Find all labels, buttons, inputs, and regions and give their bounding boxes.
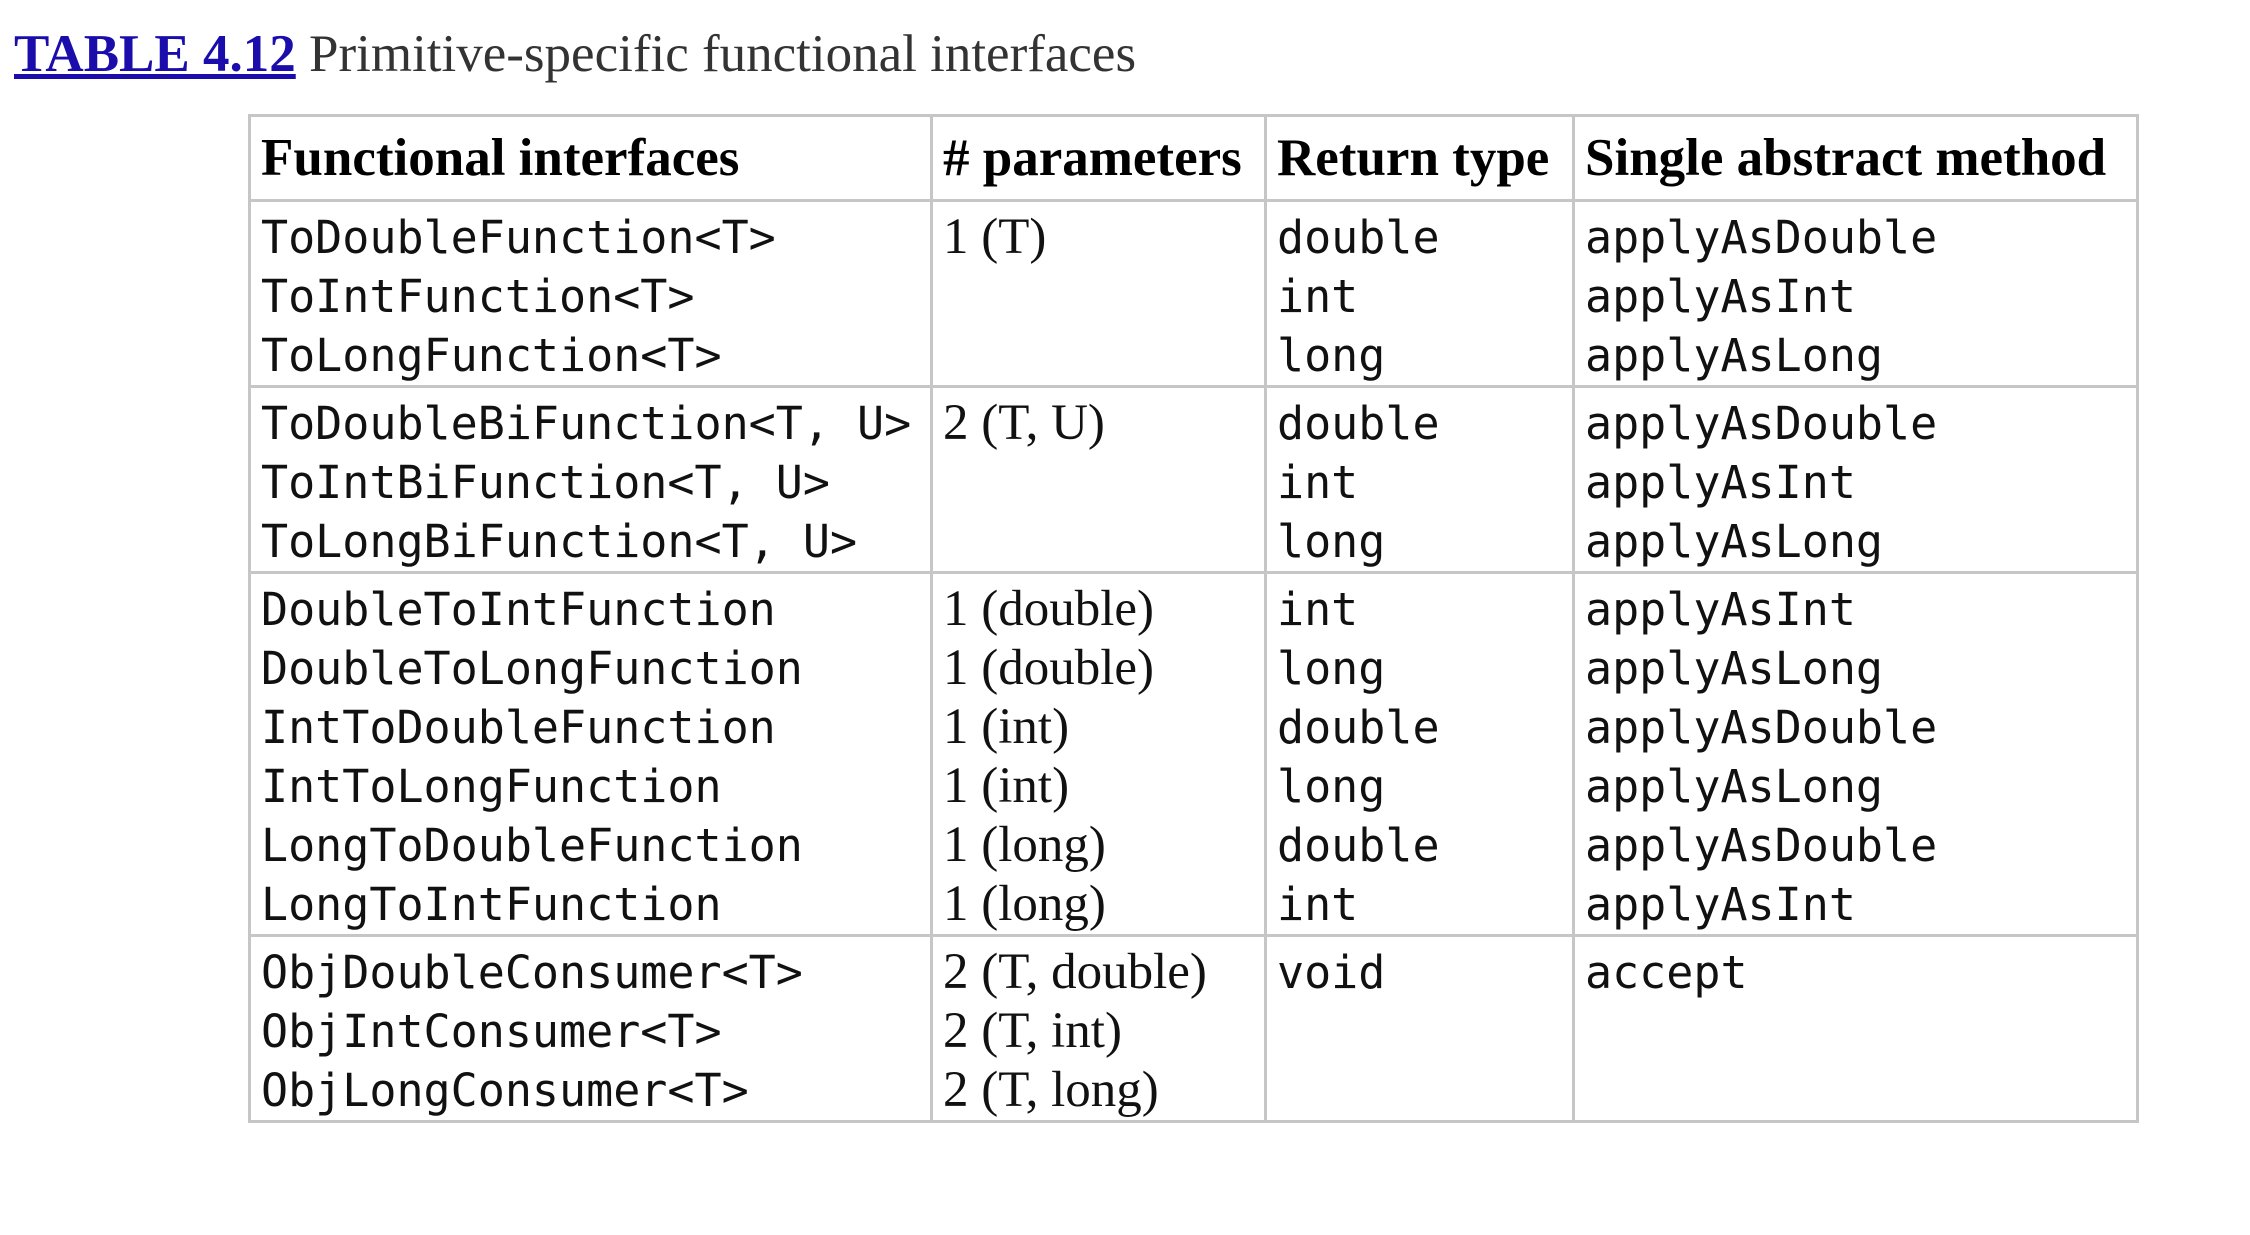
interface-name: IntToLongFunction — [261, 760, 722, 813]
interface-name: ToDoubleFunction<T> — [261, 211, 776, 264]
return-type-value: void — [1277, 946, 1386, 999]
method-name: applyAsInt — [1585, 456, 1856, 509]
table-row-group-to-bifunction: ToDoubleBiFunction<T, U> ToIntBiFunction… — [248, 385, 2139, 574]
parameter-value: 1 (T) — [943, 209, 1047, 265]
method-name: applyAsLong — [1585, 760, 1884, 813]
method-name: applyAsLong — [1585, 642, 1884, 695]
parameter-value: 1 (int) — [943, 699, 1070, 755]
interface-name: DoubleToIntFunction — [261, 583, 776, 636]
interface-name: ToIntBiFunction<T, U> — [261, 456, 830, 509]
return-type-value: int — [1277, 583, 1359, 636]
interface-name: LongToIntFunction — [261, 878, 722, 931]
interface-name: IntToDoubleFunction — [261, 701, 776, 754]
parameter-value: 2 (T, int) — [943, 1003, 1122, 1059]
return-type-value: long — [1277, 329, 1386, 382]
table-row-group-primitive-conversion: DoubleToIntFunction DoubleToLongFunction… — [248, 571, 2139, 937]
interface-name: DoubleToLongFunction — [261, 642, 803, 695]
method-cell: accept — [1572, 934, 2139, 1123]
method-name: applyAsDouble — [1585, 819, 1938, 872]
header-return-type: Return type — [1264, 114, 1575, 202]
method-name: applyAsDouble — [1585, 211, 1938, 264]
parameter-value: 2 (T, U) — [943, 395, 1105, 451]
header-row: Functional interfaces # parameters Retur… — [248, 114, 2139, 202]
return-type-cell: void — [1264, 934, 1575, 1123]
return-type-cell: double int long — [1264, 199, 1575, 388]
header-parameters: # parameters — [930, 114, 1267, 202]
interface-name: ToDoubleBiFunction<T, U> — [261, 397, 912, 450]
table-title: Primitive-specific functional interfaces — [309, 25, 1137, 83]
interface-name: ToLongFunction<T> — [261, 329, 722, 382]
method-name: applyAsLong — [1585, 515, 1884, 568]
return-type-value: int — [1277, 878, 1359, 931]
interface-name: ObjDoubleConsumer<T> — [261, 946, 803, 999]
interfaces-cell: ObjDoubleConsumer<T> ObjIntConsumer<T> O… — [248, 934, 933, 1123]
table-row-group-obj-consumer: ObjDoubleConsumer<T> ObjIntConsumer<T> O… — [248, 934, 2139, 1123]
method-name: applyAsLong — [1585, 329, 1884, 382]
method-cell: applyAsDouble applyAsInt applyAsLong — [1572, 199, 2139, 388]
method-name: applyAsDouble — [1585, 397, 1938, 450]
parameters-cell: 2 (T, U) — [930, 385, 1267, 574]
parameters-cell: 2 (T, double) 2 (T, int) 2 (T, long) — [930, 934, 1267, 1123]
return-type-value: double — [1277, 819, 1440, 872]
interface-name: ObjLongConsumer<T> — [261, 1064, 749, 1117]
method-cell: applyAsInt applyAsLong applyAsDouble app… — [1572, 571, 2139, 937]
table-number-link[interactable]: TABLE 4.12 — [14, 25, 296, 83]
parameter-value: 1 (int) — [943, 758, 1070, 814]
functional-interfaces-table: Functional interfaces # parameters Retur… — [248, 114, 2139, 1123]
parameter-value: 2 (T, long) — [943, 1062, 1159, 1118]
return-type-value: long — [1277, 760, 1386, 813]
parameters-cell: 1 (T) — [930, 199, 1267, 388]
table-caption: TABLE 4.12 Primitive-specific functional… — [14, 22, 1136, 86]
return-type-value: int — [1277, 456, 1359, 509]
parameter-value: 1 (double) — [943, 640, 1155, 696]
return-type-value: long — [1277, 515, 1386, 568]
parameter-value: 1 (double) — [943, 581, 1155, 637]
return-type-value: int — [1277, 270, 1359, 323]
interfaces-cell: ToDoubleFunction<T> ToIntFunction<T> ToL… — [248, 199, 933, 388]
method-cell: applyAsDouble applyAsInt applyAsLong — [1572, 385, 2139, 574]
parameters-cell: 1 (double) 1 (double) 1 (int) 1 (int) 1 … — [930, 571, 1267, 937]
interfaces-cell: DoubleToIntFunction DoubleToLongFunction… — [248, 571, 933, 937]
interface-name: ToIntFunction<T> — [261, 270, 695, 323]
return-type-value: double — [1277, 701, 1440, 754]
return-type-cell: int long double long double int — [1264, 571, 1575, 937]
method-name: applyAsInt — [1585, 583, 1856, 636]
method-name: applyAsDouble — [1585, 701, 1938, 754]
header-functional-interfaces: Functional interfaces — [248, 114, 933, 202]
method-name: accept — [1585, 946, 1748, 999]
return-type-value: long — [1277, 642, 1386, 695]
parameter-value: 1 (long) — [943, 817, 1106, 873]
return-type-value: double — [1277, 397, 1440, 450]
interface-name: LongToDoubleFunction — [261, 819, 803, 872]
interface-name: ObjIntConsumer<T> — [261, 1005, 722, 1058]
header-single-abstract-method: Single abstract method — [1572, 114, 2139, 202]
method-name: applyAsInt — [1585, 270, 1856, 323]
interfaces-cell: ToDoubleBiFunction<T, U> ToIntBiFunction… — [248, 385, 933, 574]
parameter-value: 1 (long) — [943, 876, 1106, 932]
return-type-cell: double int long — [1264, 385, 1575, 574]
table-row-group-to-function: ToDoubleFunction<T> ToIntFunction<T> ToL… — [248, 199, 2139, 388]
method-name: applyAsInt — [1585, 878, 1856, 931]
parameter-value: 2 (T, double) — [943, 944, 1207, 1000]
interface-name: ToLongBiFunction<T, U> — [261, 515, 858, 568]
return-type-value: double — [1277, 211, 1440, 264]
